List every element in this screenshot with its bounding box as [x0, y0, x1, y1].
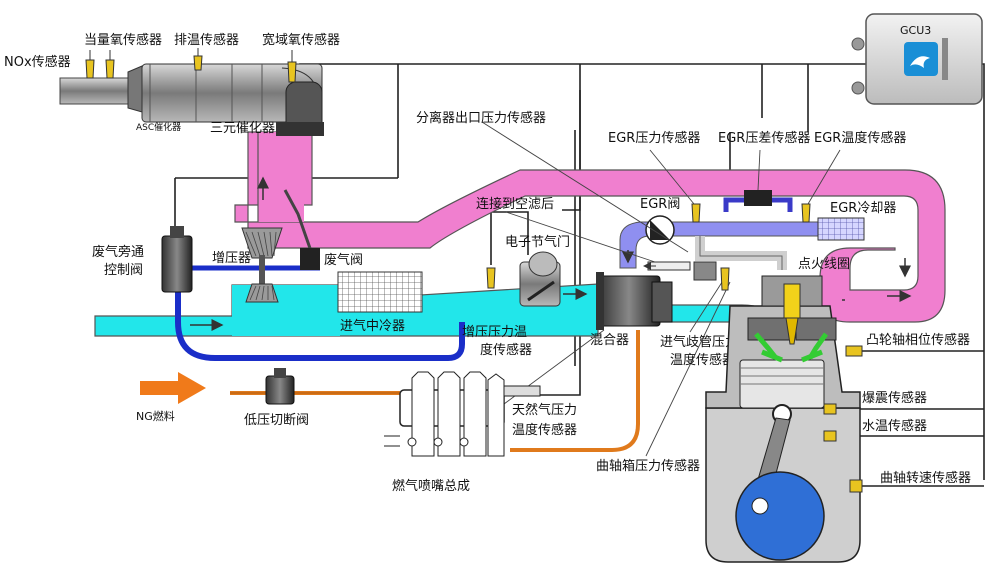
egr-temp-sensor-label: EGR温度传感器 — [814, 130, 906, 146]
bypass-pipe — [175, 265, 465, 361]
gas-injector-rail-icon — [384, 371, 541, 457]
nox-sensor-icon — [85, 50, 95, 79]
cam-phase-sensor-icon — [845, 345, 863, 357]
fuel-line — [230, 330, 640, 452]
knock-sensor-icon — [823, 403, 837, 415]
intercooler — [337, 271, 423, 313]
gcu-ecu-icon — [851, 13, 983, 105]
egr-cooler-label: EGR冷却器 — [830, 201, 896, 216]
ng-fuel-arrow-icon — [140, 372, 206, 404]
nox-sensor-label: NOx传感器 — [4, 54, 71, 70]
boost-pressure-temp-sensor-icon — [486, 267, 496, 289]
spark-plug-icon — [783, 283, 801, 345]
electronic-throttle-icon — [519, 251, 561, 307]
intake-manifold-sensor-icon — [693, 261, 730, 291]
mixer-icon — [596, 272, 673, 330]
water-temp-sensor-label: 水温传感器 — [862, 418, 927, 434]
bypass-valve-label-line1: 废气旁通 — [92, 244, 144, 260]
turbocharger-label: 增压器 — [212, 251, 251, 266]
exhaust-tailpipe — [59, 77, 131, 105]
egr-pressure-sensor-icon — [691, 203, 701, 223]
egr-valve-label: EGR阀 — [640, 197, 680, 212]
asc-catalyst-label: ASC催化器 — [136, 121, 181, 133]
low-pressure-cutoff-valve-icon — [265, 368, 295, 405]
egr-valve-icon — [645, 215, 675, 245]
turbocharger-icon — [241, 227, 283, 303]
boost-sensor-label-line2: 度传感器 — [480, 342, 532, 358]
ignition-coil-label: 点火线圈 — [798, 257, 850, 272]
electronic-throttle-label: 电子节气门 — [505, 234, 570, 250]
ng-fuel-label: NG燃料 — [136, 409, 175, 423]
crankshaft-disc-icon — [735, 471, 825, 561]
gas-pressure-label-line1: 天然气压力 — [512, 402, 577, 418]
egr-pressure-sensor-label: EGR压力传感器 — [608, 130, 700, 146]
wastegate-label: 废气阀 — [324, 252, 363, 268]
lambda-sensor-icon — [105, 50, 115, 79]
exhaust-temp-sensor-icon — [193, 48, 203, 71]
crank-speed-sensor-icon — [849, 479, 863, 493]
crank-speed-sensor-label: 曲轴转速传感器 — [880, 470, 971, 486]
intake-manifold-label-line1: 进气歧管压力 — [660, 334, 738, 350]
egr-cooler-icon — [817, 217, 865, 241]
wide-lambda-sensor-label: 宽域氧传感器 — [262, 32, 340, 48]
bypass-valve-label-line2: 控制阀 — [104, 263, 143, 278]
knock-sensor-label: 爆震传感器 — [862, 390, 927, 406]
three-way-catalyst-label: 三元催化器 — [210, 121, 275, 136]
connect-after-filter-fitting-icon — [643, 261, 691, 271]
catalyst-assembly — [127, 63, 324, 136]
intercooler-label: 进气中冷器 — [340, 318, 405, 334]
cam-phase-sensor-label: 凸轮轴相位传感器 — [866, 332, 970, 348]
mixer-label: 混合器 — [590, 333, 629, 348]
egr-diff-pressure-sensor-icon — [723, 190, 793, 212]
lambda-sensor-label: 当量氧传感器 — [84, 32, 162, 48]
water-temp-sensor-icon — [823, 430, 837, 442]
exhaust-pipe — [234, 131, 946, 323]
intake-valve-icon — [754, 332, 783, 363]
intake-pipe — [94, 283, 792, 341]
exhaust-temp-sensor-label: 排温传感器 — [174, 32, 239, 48]
leader-lines — [481, 121, 841, 457]
intake-manifold-label-line2: 温度传感器 — [670, 352, 735, 368]
gas-pressure-label-line2: 温度传感器 — [512, 422, 577, 438]
crankcase-pressure-label: 曲轴箱压力传感器 — [596, 458, 700, 474]
exhaust-valve-icon — [801, 332, 829, 363]
wastegate-icon — [283, 189, 320, 270]
egr-diff-pressure-sensor-label: EGR压差传感器 — [718, 130, 810, 146]
low-pressure-cutoff-label: 低压切断阀 — [244, 413, 309, 428]
egr-temp-sensor-icon — [801, 203, 811, 223]
boost-sensor-label-line1: 增压压力温 — [462, 325, 527, 340]
gcu-label: GCU3 — [900, 24, 931, 37]
separator-outlet-pressure-label: 分离器出口压力传感器 — [416, 110, 546, 126]
wide-lambda-sensor-icon — [287, 50, 297, 83]
connect-after-filter-label: 连接到空滤后 — [476, 196, 554, 212]
injector-rail-label: 燃气喷嘴总成 — [392, 478, 470, 494]
bypass-control-valve-icon — [161, 226, 193, 293]
